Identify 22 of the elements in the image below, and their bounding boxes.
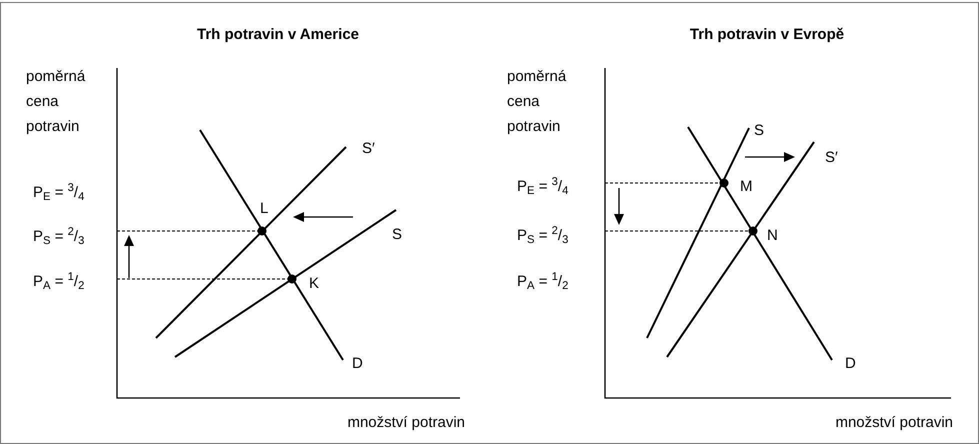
price-label: P$_{A}$ = $^{1}$/$_{2}$ [517, 270, 568, 294]
curve-label: S [754, 121, 764, 141]
axis-label: poměrná cena potravin [26, 67, 86, 137]
point-label: M [740, 177, 752, 197]
curve-label: S′ [825, 148, 838, 168]
axis-label: množství potravin [835, 413, 953, 433]
point-label: N [767, 226, 778, 246]
curve-label: D [845, 354, 856, 374]
chart-title: Trh potravin v Americe [197, 25, 359, 45]
curve-label: D [352, 354, 363, 374]
price-label: P$_{S}$ = $^{2}$/$_{3}$ [33, 225, 84, 249]
axis-label: množství potravin [347, 413, 465, 433]
curve-label: S′ [362, 139, 375, 159]
axis-label: poměrná cena potravin [507, 67, 568, 137]
point-label: L [260, 199, 268, 219]
point-label: K [309, 274, 320, 294]
price-label: P$_{E}$ = $^{3}$/$_{4}$ [517, 175, 568, 199]
curve-label: S [392, 225, 402, 245]
price-label: P$_{A}$ = $^{1}$/$_{2}$ [33, 270, 84, 294]
chart-title: Trh potravin v Evropě [690, 25, 844, 45]
price-label: P$_{S}$ = $^{2}$/$_{3}$ [517, 224, 568, 248]
price-label: P$_{E}$ = $^{3}$/$_{4}$ [33, 181, 84, 205]
